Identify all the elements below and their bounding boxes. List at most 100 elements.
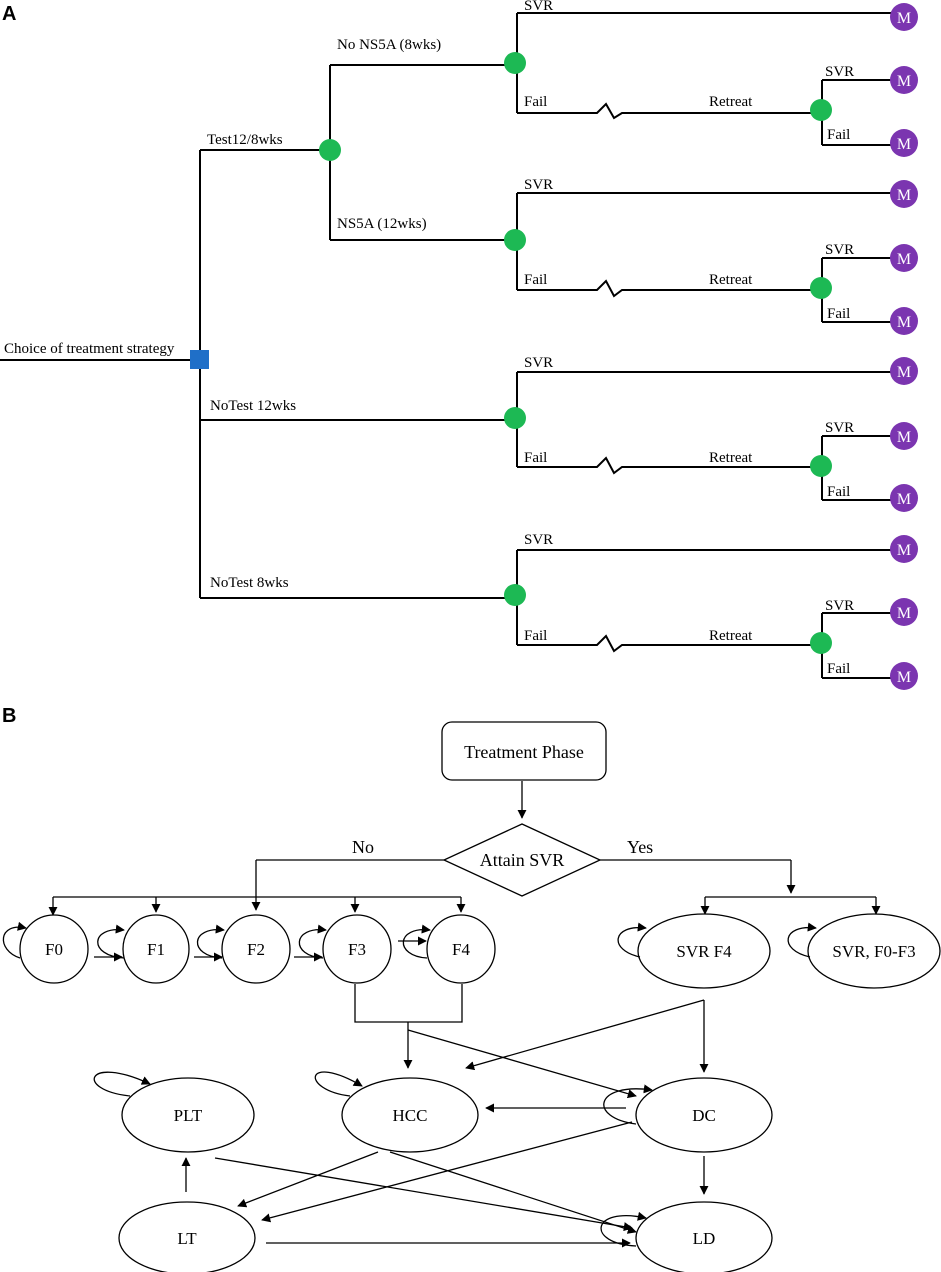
retreat-fail-label: Fail: [827, 127, 850, 143]
state-f1-label: F1: [147, 940, 165, 959]
self-loop-ld: [600, 1211, 647, 1247]
arrow-hcc-to-ld: [389, 1151, 637, 1234]
decision-node: [190, 350, 209, 369]
markov-node: M: [890, 357, 918, 385]
chance-node: [810, 99, 832, 121]
svg-text:M: M: [897, 314, 911, 331]
chance-node: [319, 139, 341, 161]
root-label: Choice of treatment strategy: [4, 341, 175, 357]
fibrosis-states: F0 F1 F2 F3 F4: [19, 914, 496, 984]
sub-label-no-ns5a: No NS5A (8wks): [337, 37, 441, 53]
retreat-label: Retreat: [709, 628, 753, 644]
markov-diagram: Treatment Phase Attain SVR No Yes F0 F1 …: [2, 721, 941, 1272]
retreat-label: Retreat: [709, 450, 753, 466]
fail-branch: [517, 102, 821, 120]
state-f3: [322, 914, 392, 984]
state-ld-label: LD: [693, 1229, 716, 1248]
strategy-label-notest12: NoTest 12wks: [210, 398, 296, 414]
markov-node: M: [890, 422, 918, 450]
state-f2: [221, 914, 291, 984]
outcome-group-3: SVR Fail Retreat SVR Fail: [516, 355, 902, 501]
markov-node: M: [890, 484, 918, 512]
retreat-label: Retreat: [709, 272, 753, 288]
self-loop-f2: [196, 924, 225, 959]
svr-label: SVR: [524, 532, 553, 548]
markov-node: M: [890, 535, 918, 563]
strategy-label-test: Test12/8wks: [207, 132, 283, 148]
self-loop-f4: [402, 924, 431, 959]
svr-label: SVR: [524, 177, 553, 193]
state-dc: [635, 1077, 773, 1153]
state-svr-f4-label: SVR F4: [676, 942, 732, 961]
retreat-svr-label: SVR: [825, 598, 854, 614]
retreat-svr-label: SVR: [825, 64, 854, 80]
arrow-fibrosis-to-dc: [407, 1029, 637, 1099]
state-hcc: [341, 1077, 479, 1153]
outcome-group-2: SVR Fail Retreat SVR Fail: [516, 177, 902, 323]
chance-node: [810, 632, 832, 654]
svr-label: SVR: [524, 355, 553, 371]
svg-text:M: M: [897, 10, 911, 27]
chance-node: [810, 455, 832, 477]
retreat-svr-label: SVR: [825, 242, 854, 258]
markov-node: M: [890, 3, 918, 31]
self-loop-svr-f0f3: [787, 922, 817, 958]
fail-label: Fail: [524, 628, 547, 644]
svg-text:M: M: [897, 669, 911, 686]
chance-node: [504, 584, 526, 606]
svg-text:M: M: [897, 136, 911, 153]
fail-branch: [517, 634, 821, 653]
markov-node: M: [890, 66, 918, 94]
no-label: No: [352, 837, 374, 857]
svg-text:M: M: [897, 429, 911, 446]
retreat-label: Retreat: [709, 94, 753, 110]
state-lt: [118, 1201, 256, 1272]
markov-node: M: [890, 307, 918, 335]
state-svr-f0f3-label: SVR, F0-F3: [832, 942, 915, 961]
self-loop-f1: [97, 924, 125, 959]
svg-text:M: M: [897, 73, 911, 90]
markov-node: M: [890, 662, 918, 690]
svg-text:M: M: [897, 251, 911, 268]
self-loop-hcc: [314, 1071, 363, 1097]
treatment-phase-box: [441, 721, 607, 781]
chance-nodes: [319, 52, 832, 654]
state-f1: [122, 914, 190, 984]
markov-node: M: [890, 244, 918, 272]
markov-node: M: [890, 129, 918, 157]
self-loop-svr-f4: [617, 922, 647, 958]
arrow-plt-to-ld: [214, 1157, 633, 1232]
svg-text:M: M: [897, 605, 911, 622]
markov-node: M: [890, 598, 918, 626]
state-f4-label: F4: [452, 940, 470, 959]
state-f0: [19, 914, 89, 984]
state-dc-label: DC: [692, 1106, 716, 1125]
svg-text:M: M: [897, 542, 911, 559]
svr-label: SVR: [524, 0, 553, 14]
panel-b-letter: B: [2, 705, 16, 727]
chance-node: [810, 277, 832, 299]
retreat-fail-label: Fail: [827, 661, 850, 677]
chance-node: [504, 52, 526, 74]
arrow-svrf4-to-hcc: [465, 999, 705, 1071]
state-f4: [426, 914, 496, 984]
decision-tree: Choice of treatment strategy Test12/8wks…: [0, 0, 918, 690]
f3-f4-bracket: [354, 984, 463, 1023]
state-svr-f4: [637, 913, 771, 989]
state-hcc-label: HCC: [393, 1106, 428, 1125]
yes-label: Yes: [627, 837, 653, 857]
chance-node: [504, 407, 526, 429]
self-loop-plt: [93, 1071, 151, 1097]
attain-svr-diamond: [442, 823, 602, 897]
svg-text:M: M: [897, 187, 911, 204]
fail-label: Fail: [524, 450, 547, 466]
state-plt: [121, 1077, 255, 1153]
state-ld: [635, 1201, 773, 1272]
treatment-phase-label: Treatment Phase: [464, 742, 584, 762]
state-svr-f0f3: [807, 913, 941, 989]
chance-node: [504, 229, 526, 251]
fail-label: Fail: [524, 94, 547, 110]
retreat-fail-label: Fail: [827, 306, 850, 322]
outcome-group-1: SVR Fail Retreat SVR Fail: [516, 0, 902, 146]
